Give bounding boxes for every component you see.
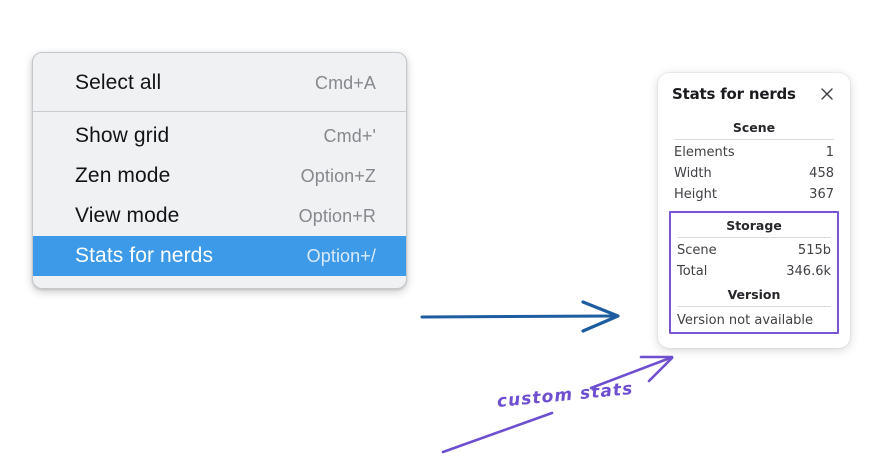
menu-item-shortcut: Option+R	[298, 205, 376, 226]
section-heading-storage: Storage	[726, 218, 782, 233]
menu-divider	[33, 111, 406, 112]
close-icon[interactable]	[818, 85, 836, 103]
stats-section-scene: Scene Elements 1 Width 458 Height 367	[672, 117, 836, 205]
stat-row-storage-total: Total 346.6k	[675, 261, 833, 282]
menu-item-zen-mode[interactable]: Zen mode Option+Z	[33, 156, 406, 196]
stat-value: 1	[825, 145, 834, 160]
menu-item-label: Show grid	[75, 124, 170, 147]
menu-item-shortcut: Cmd+'	[323, 125, 376, 146]
context-menu[interactable]: Select all Cmd+A Show grid Cmd+' Zen mod…	[32, 52, 407, 289]
stat-key: Scene	[677, 243, 717, 258]
section-rule	[677, 306, 831, 307]
stat-row-elements: Elements 1	[672, 142, 836, 163]
stats-panel-title: Stats for nerds	[672, 85, 796, 103]
stat-value: 458	[809, 166, 834, 181]
menu-item-label: Stats for nerds	[75, 244, 214, 267]
stat-row-width: Width 458	[672, 163, 836, 184]
section-rule	[674, 139, 834, 140]
stats-section-version: Version Version not available	[675, 282, 833, 329]
section-heading-version: Version	[727, 287, 781, 302]
menu-item-shortcut: Cmd+A	[314, 72, 376, 93]
menu-item-shortcut: Option+Z	[300, 165, 376, 186]
stats-for-nerds-panel: Stats for nerds Scene Elements 1 Width 4…	[658, 73, 850, 348]
menu-item-stats-for-nerds[interactable]: Stats for nerds Option+/	[33, 236, 406, 276]
section-heading-scene: Scene	[732, 120, 776, 135]
menu-item-label: View mode	[75, 204, 180, 227]
purple-underline-annotation	[441, 411, 554, 454]
section-rule	[677, 237, 831, 238]
stat-row-height: Height 367	[672, 184, 836, 205]
menu-item-select-all[interactable]: Select all Cmd+A	[33, 63, 406, 103]
menu-item-view-mode[interactable]: View mode Option+R	[33, 196, 406, 236]
stat-value: 515b	[797, 243, 831, 258]
stat-value: 346.6k	[786, 264, 831, 279]
stats-panel-header: Stats for nerds	[672, 85, 836, 103]
menu-item-label: Select all	[75, 71, 162, 94]
menu-group-2: Show grid Cmd+' Zen mode Option+Z View m…	[33, 112, 406, 280]
menu-item-shortcut: Option+/	[306, 245, 376, 266]
custom-stats-highlight-box: Storage Scene 515b Total 346.6k Version …	[669, 211, 839, 334]
custom-stats-annotation-label: custom stats	[496, 378, 635, 412]
stat-value: 367	[809, 187, 834, 202]
stat-key: Height	[674, 187, 717, 202]
menu-item-label: Zen mode	[75, 164, 171, 187]
blue-arrow-annotation	[420, 300, 620, 333]
stat-key: Width	[674, 166, 712, 181]
stats-section-storage: Storage Scene 515b Total 346.6k	[675, 213, 833, 282]
stat-key: Total	[677, 264, 708, 279]
menu-group-1: Select all Cmd+A	[33, 59, 406, 107]
stat-row-version-text: Version not available	[677, 313, 814, 328]
stat-key: Elements	[674, 145, 735, 160]
menu-item-show-grid[interactable]: Show grid Cmd+'	[33, 116, 406, 156]
stat-row-storage-scene: Scene 515b	[675, 240, 833, 261]
